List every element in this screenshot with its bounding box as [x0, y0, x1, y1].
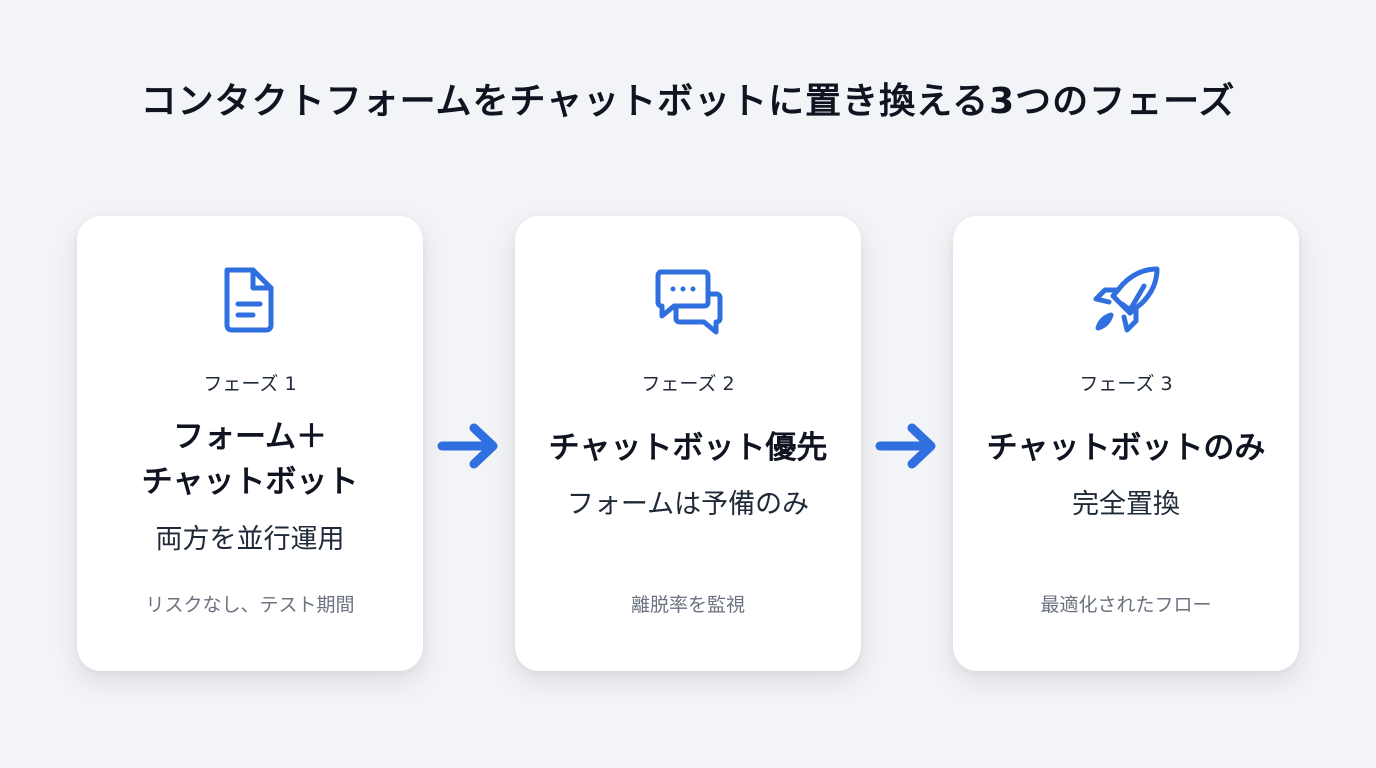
phase-subtitle: 完全置換: [1072, 489, 1180, 520]
phase-subtitle: 両方を並行運用: [155, 524, 345, 555]
phase-note: リスクなし、テスト期間: [145, 594, 355, 616]
phase-card-3: フェーズ 3 チャットボットのみ 完全置換 最適化されたフロー: [953, 216, 1299, 671]
phase-title: チャットボットのみ: [986, 430, 1266, 466]
phase-note: 離脱率を監視: [630, 594, 745, 616]
rocket-icon: [1086, 260, 1166, 340]
phase-title-line-2: チャットボット: [141, 464, 359, 500]
phase-label: フェーズ 3: [1079, 373, 1173, 395]
chat-bubbles-icon: [648, 260, 728, 340]
phase-label: フェーズ 2: [641, 373, 735, 395]
phase-card-2: フェーズ 2 チャットボット優先 フォームは予備のみ 離脱率を監視: [515, 216, 861, 671]
phase-card-1: フェーズ 1 フォーム＋ チャットボット 両方を並行運用 リスクなし、テスト期間: [77, 216, 423, 671]
phase-title-line-1: フォーム＋: [172, 419, 328, 455]
phase-title: フォーム＋ チャットボット: [77, 415, 423, 505]
arrow-right-icon: [874, 418, 940, 474]
phase-label: フェーズ 1: [203, 373, 297, 395]
phase-note: 最適化されたフロー: [1040, 594, 1212, 616]
page-title: コンタクトフォームをチャットボットに置き換える3つのフェーズ: [140, 81, 1236, 122]
phase-subtitle: フォームは予備のみ: [566, 489, 810, 520]
document-icon: [210, 260, 290, 340]
arrow-right-icon: [436, 418, 502, 474]
phase-title: チャットボット優先: [548, 430, 828, 466]
